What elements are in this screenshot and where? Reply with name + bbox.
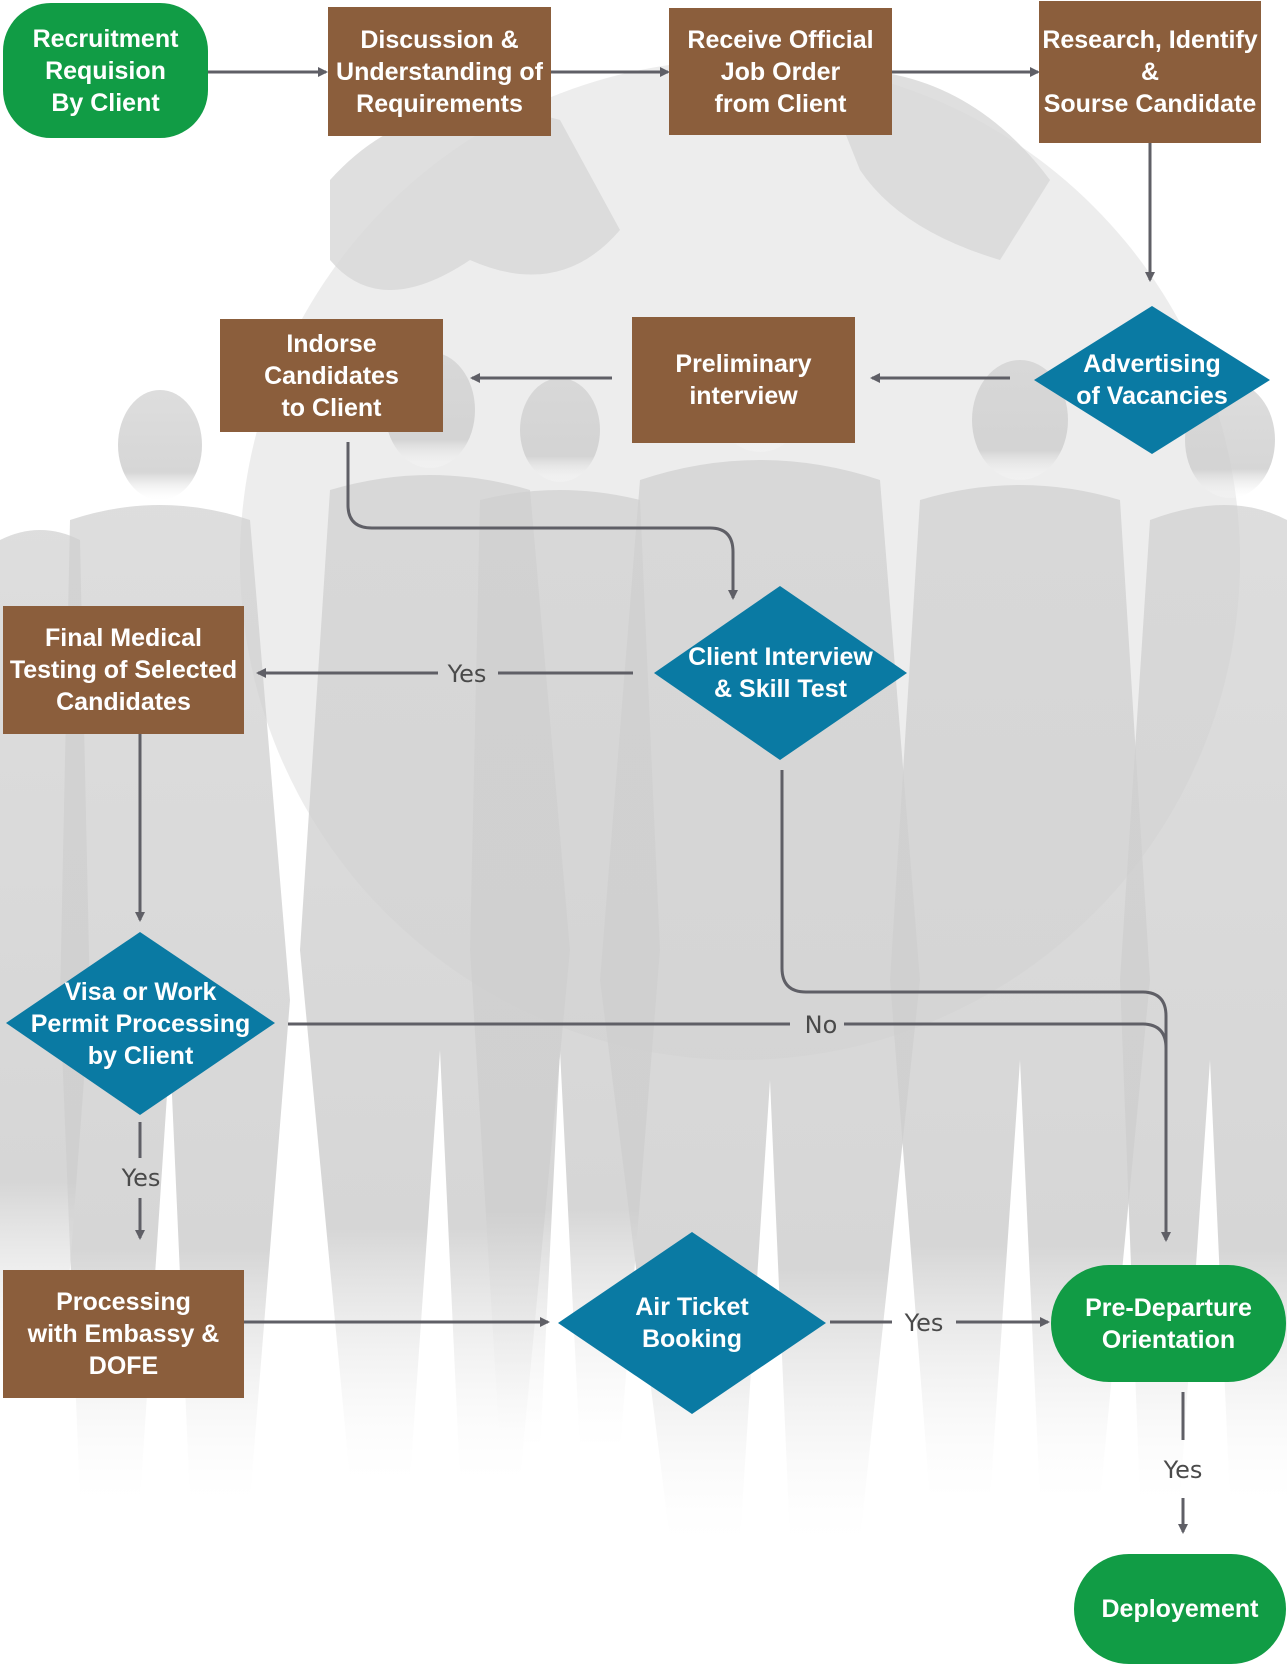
edge-clientinterview-predeparture — [780, 770, 1171, 1242]
node-research-source-candidate: Research, Identify & Sourse Candidate — [1039, 1, 1261, 143]
edge-indorse-clientinterview — [346, 442, 738, 600]
node-advertising-vacancies: Advertising of Vacancies — [1034, 306, 1270, 454]
node-advertising-label: Advertising of Vacancies — [1076, 350, 1228, 410]
edge-visa-predeparture — [288, 1022, 1168, 1049]
node-receive-job-order: Receive Official Job Order from Client — [669, 8, 892, 135]
label-visa-yes: Yes — [121, 1164, 161, 1192]
node-air-ticket-booking: Air Ticket Booking — [558, 1232, 826, 1414]
node-discussion-requirements: Discussion & Understanding of Requiremen… — [328, 7, 551, 136]
node-air-ticket-label: Air Ticket Booking — [635, 1293, 749, 1353]
label-visa-no: No — [804, 1011, 838, 1039]
node-visa-label: Visa or Work Permit Processing by Client — [30, 977, 251, 1070]
node-embassy-dofe-processing: Processing with Embassy & DOFE — [3, 1270, 244, 1398]
node-recruitment-requisition: Recruitment Requision By Client — [3, 3, 208, 138]
node-preliminary-interview: Preliminary interview — [632, 317, 855, 443]
node-visa-work-permit: Visa or Work Permit Processing by Client — [6, 932, 275, 1115]
node-deployment: Deployement — [1074, 1554, 1286, 1664]
node-final-medical-testing: Final Medical Testing of Selected Candid… — [3, 606, 244, 734]
node-indorse-candidates: Indorse Candidates to Client — [220, 319, 443, 432]
label-ticket-yes: Yes — [904, 1309, 944, 1337]
node-client-interview-skill-test: Client Interview & Skill Test — [654, 586, 907, 760]
node-pre-departure-orientation: Pre-Departure Orientation — [1051, 1265, 1286, 1382]
label-predeparture-yes: Yes — [1163, 1456, 1203, 1484]
node-client-interview-label: Client Interview & Skill Test — [688, 643, 873, 703]
label-interview-yes: Yes — [447, 660, 487, 688]
